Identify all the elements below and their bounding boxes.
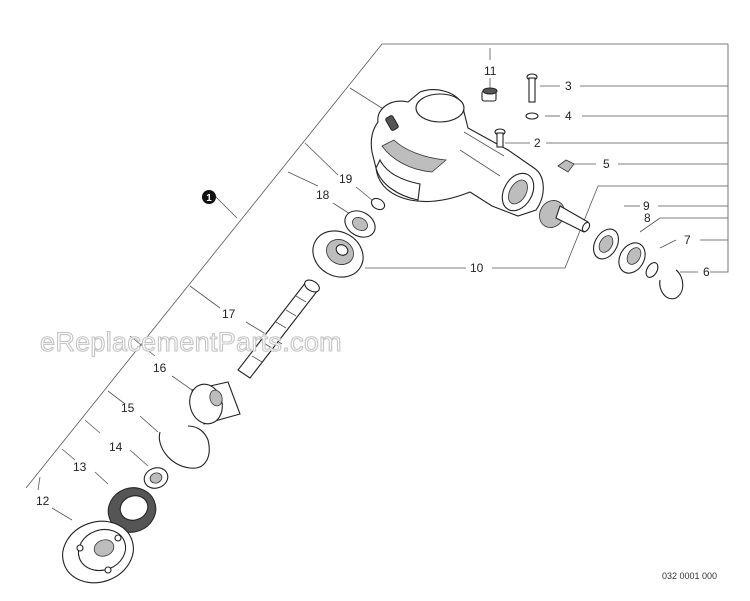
diagram-code: 032 0001 000 bbox=[662, 571, 717, 581]
callout-9: 9 bbox=[643, 199, 650, 213]
watermark: eReplacementParts.com bbox=[40, 327, 342, 357]
part-10-pinion-gear-shaft bbox=[539, 200, 591, 233]
callout-4: 4 bbox=[565, 109, 572, 123]
part-13-oil-seal bbox=[107, 487, 157, 533]
callout-14: 14 bbox=[109, 440, 123, 454]
part-19-washer bbox=[370, 197, 386, 211]
part-2-screw bbox=[494, 128, 506, 148]
part-18-bearing bbox=[344, 210, 376, 238]
part-11-plug-screw bbox=[481, 87, 498, 102]
callout-5: 5 bbox=[603, 157, 610, 171]
part-5-key bbox=[557, 159, 575, 173]
callout-3: 3 bbox=[565, 79, 572, 93]
callout-7: 7 bbox=[684, 233, 691, 247]
callout-6: 6 bbox=[703, 265, 710, 279]
assembly-badge-number: 1 bbox=[206, 193, 212, 204]
bevel-gear bbox=[312, 230, 364, 278]
part-4-washer bbox=[525, 112, 539, 120]
callout-17: 17 bbox=[222, 307, 236, 321]
callout-15: 15 bbox=[121, 401, 135, 415]
part-8-bushing bbox=[618, 242, 646, 274]
gear-head-housing bbox=[370, 89, 544, 217]
part-14-spacer bbox=[143, 467, 169, 489]
callout-10: 10 bbox=[470, 261, 484, 275]
part-15-snap-ring bbox=[158, 425, 210, 469]
part-6-snap-ring bbox=[659, 269, 684, 300]
assembly-bracket bbox=[25, 43, 729, 489]
part-12-cover bbox=[62, 520, 134, 584]
callout-19: 19 bbox=[339, 172, 353, 186]
callout-8: 8 bbox=[644, 211, 651, 225]
callout-11: 11 bbox=[484, 64, 497, 78]
leader-lines bbox=[37, 48, 698, 521]
callout-12: 12 bbox=[36, 494, 50, 508]
callout-18: 18 bbox=[316, 188, 330, 202]
part-7-washer bbox=[645, 262, 659, 278]
callout-2: 2 bbox=[534, 136, 541, 150]
part-16-bearing bbox=[189, 381, 241, 425]
assembly-badge: 1 bbox=[202, 190, 216, 204]
part-17-output-shaft bbox=[237, 279, 320, 379]
callout-16: 16 bbox=[153, 361, 167, 375]
callout-13: 13 bbox=[73, 460, 87, 474]
part-9-bearing bbox=[593, 228, 619, 260]
callout-labels: 11 3 4 2 5 9 8 7 6 10 19 18 17 16 15 14 … bbox=[36, 64, 710, 508]
part-3-bolt bbox=[526, 73, 538, 103]
